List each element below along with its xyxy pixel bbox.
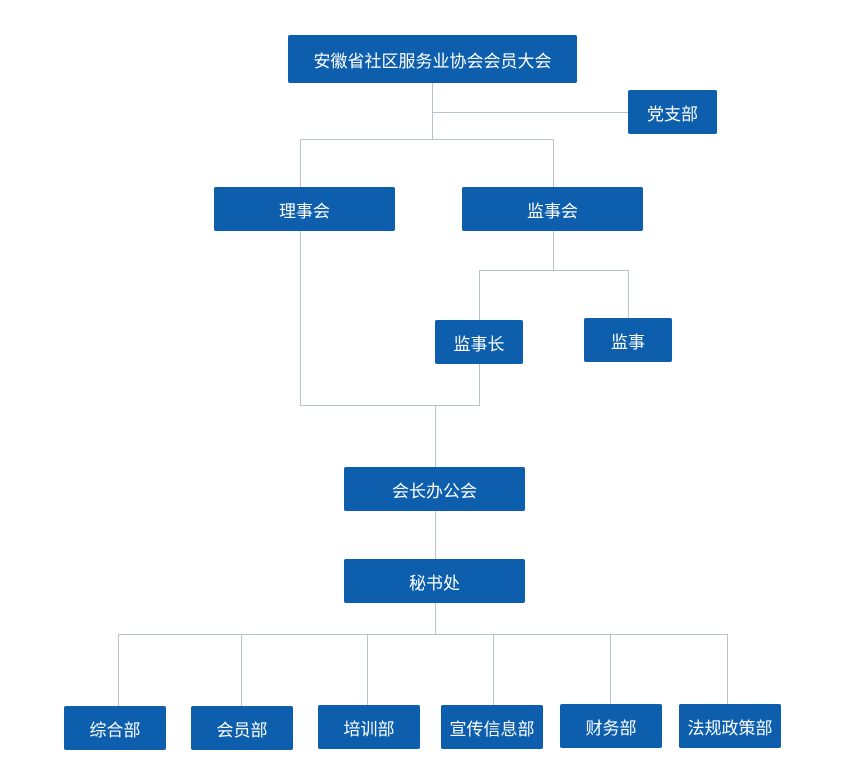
connector <box>118 634 728 635</box>
secretariat-node: 秘书处 <box>344 559 525 603</box>
connector <box>300 139 301 187</box>
connector <box>300 139 554 140</box>
assembly-node: 安徽省社区服务业协会会员大会 <box>288 35 577 83</box>
connector <box>493 634 494 706</box>
department-node: 培训部 <box>318 705 420 749</box>
connector <box>553 231 554 270</box>
supervisor-node: 监事 <box>584 318 672 362</box>
department-node: 宣传信息部 <box>441 705 543 749</box>
connector <box>300 231 301 405</box>
connector <box>435 405 436 467</box>
party-branch-node: 党支部 <box>628 90 717 134</box>
connector <box>300 405 480 406</box>
connector <box>241 634 242 706</box>
connector <box>118 634 119 706</box>
connector <box>432 112 628 113</box>
connector <box>435 603 436 635</box>
chief-supervisor-node: 监事长 <box>435 320 523 364</box>
connector <box>628 270 629 318</box>
president-office-meeting-node: 会长办公会 <box>344 467 525 511</box>
connector <box>479 270 480 320</box>
connector <box>367 634 368 706</box>
connector <box>610 634 611 706</box>
department-node: 会员部 <box>191 706 293 750</box>
connector <box>727 634 728 706</box>
connector <box>435 511 436 559</box>
department-node: 财务部 <box>560 704 662 748</box>
supervisory-board-node: 监事会 <box>462 187 643 231</box>
department-node: 综合部 <box>64 706 166 750</box>
connector <box>479 364 480 406</box>
connector <box>432 83 433 140</box>
connector <box>553 139 554 187</box>
department-node: 法规政策部 <box>679 704 781 748</box>
council-node: 理事会 <box>214 187 395 231</box>
connector <box>479 270 629 271</box>
